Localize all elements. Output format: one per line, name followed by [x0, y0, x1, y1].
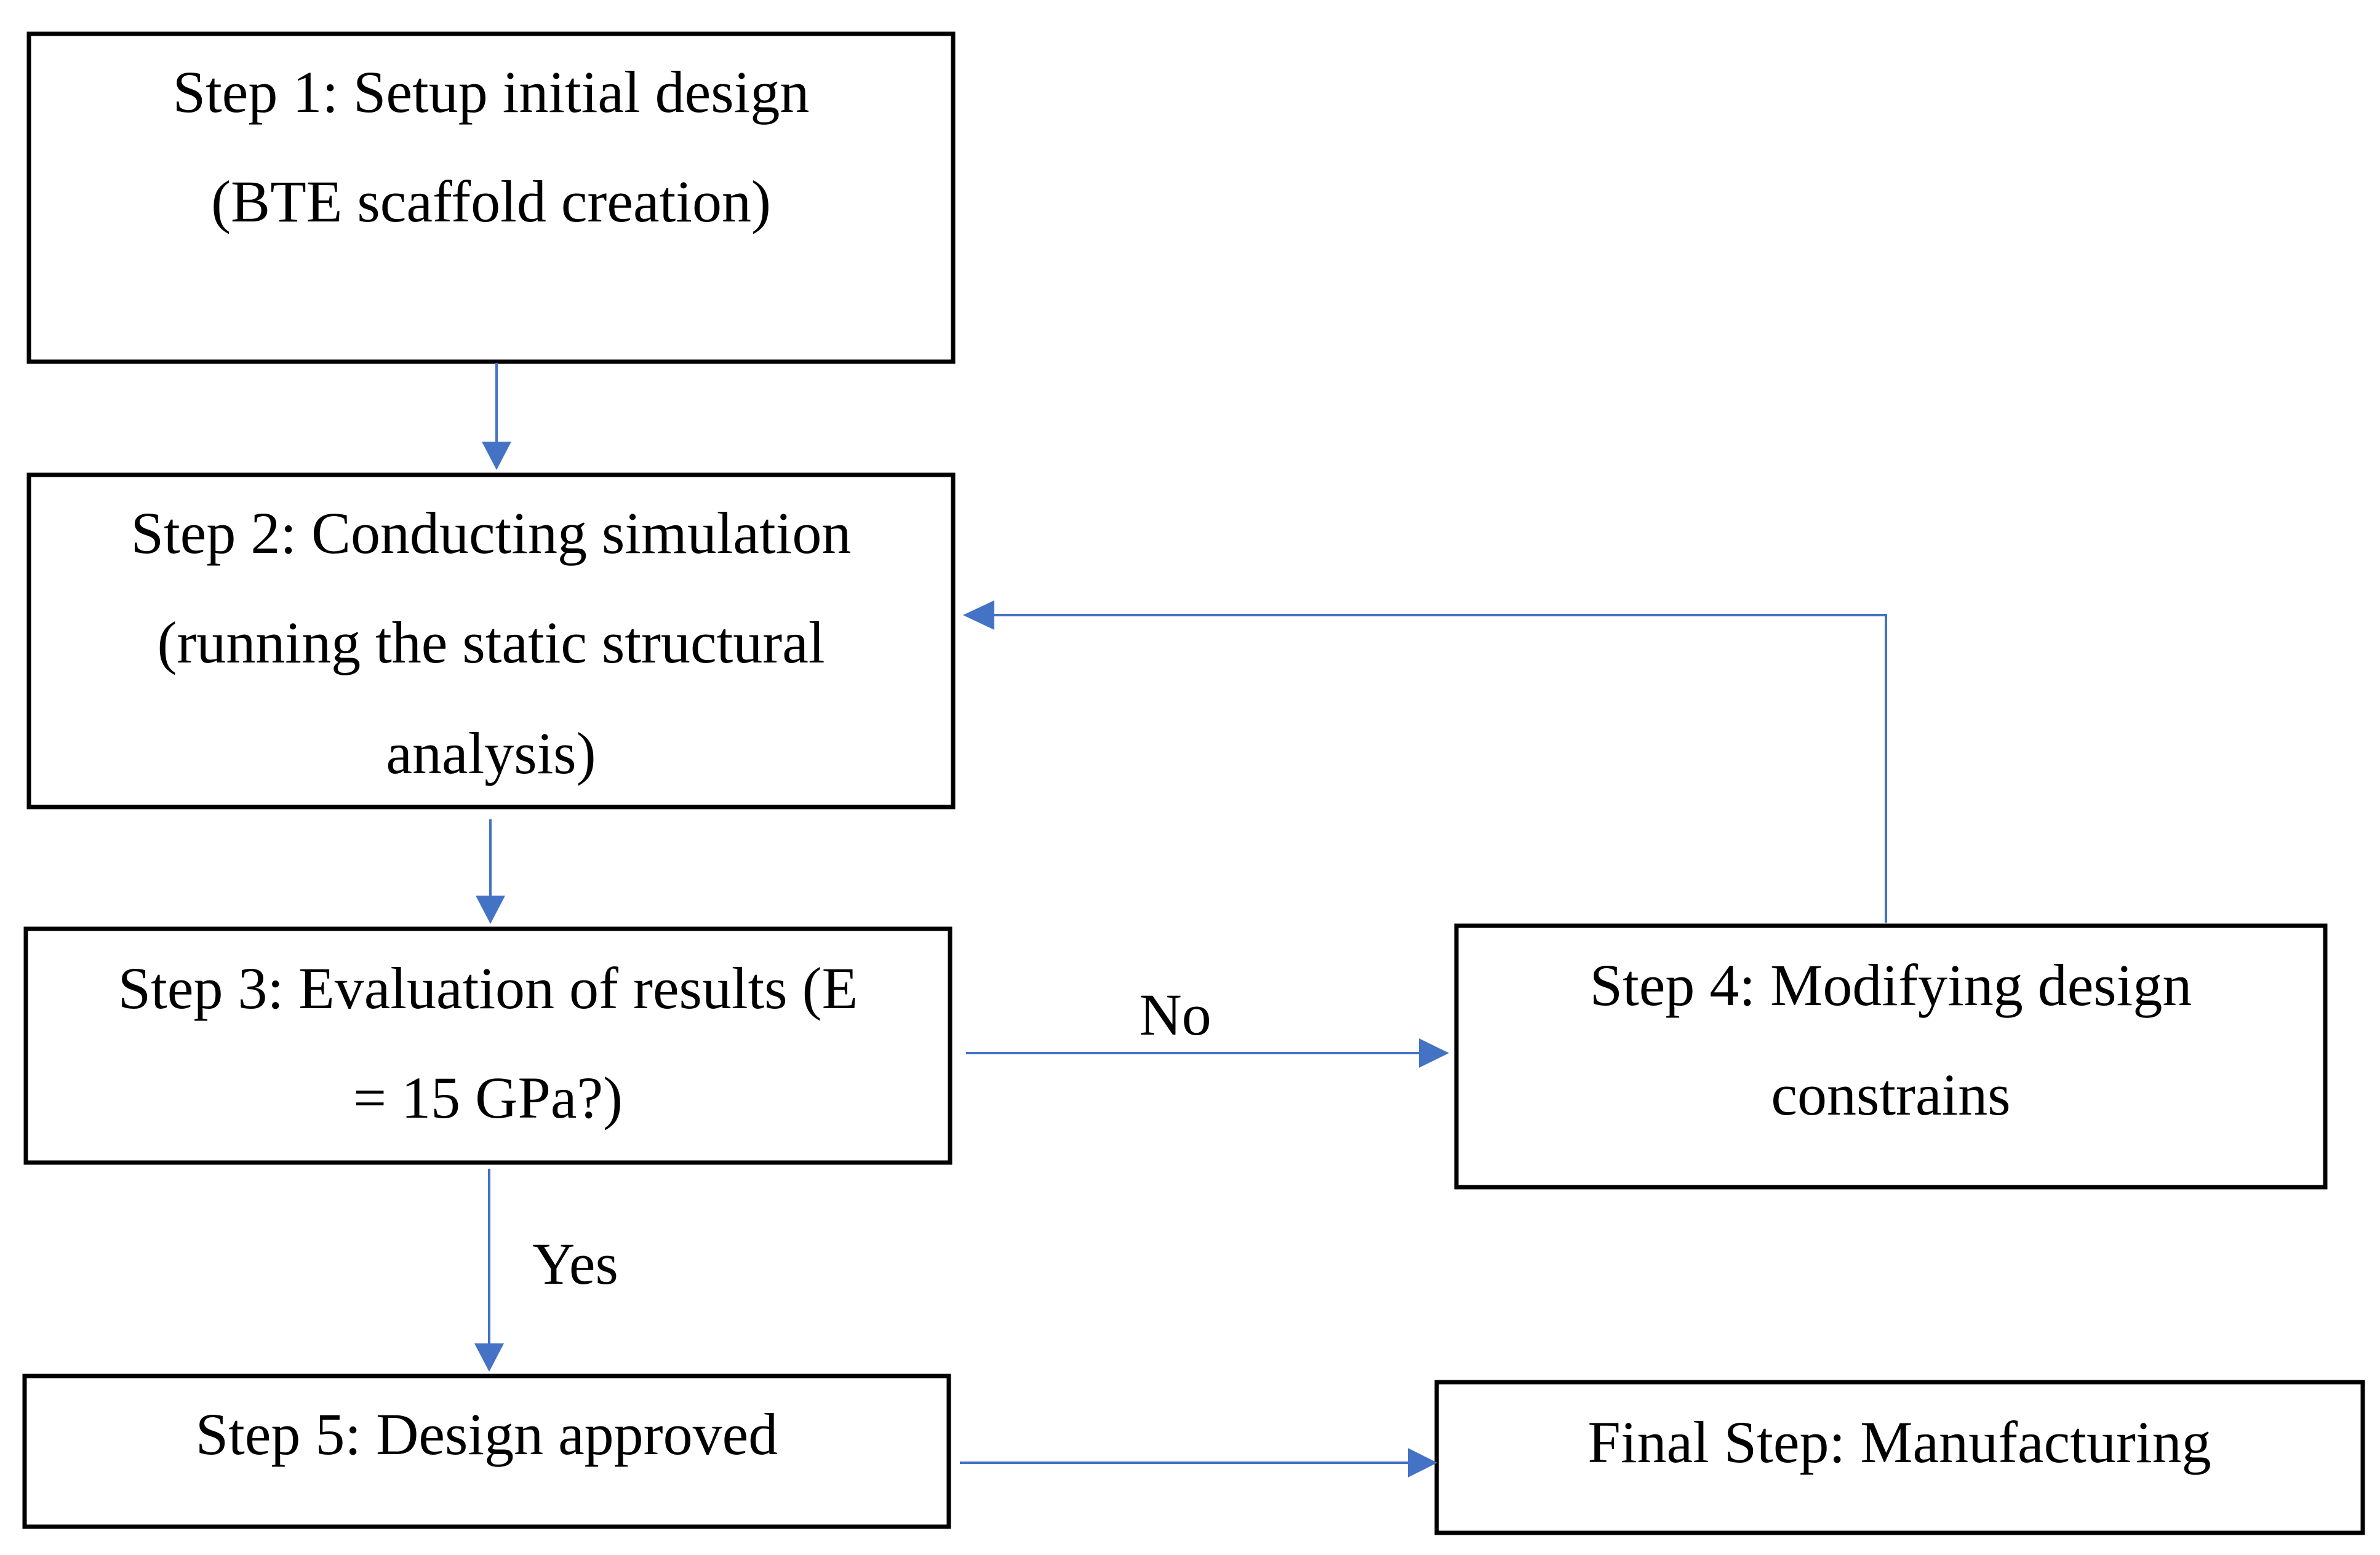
arrowhead-down-icon	[474, 1343, 504, 1372]
step-3-box: Step 3: Evaluation of results (E = 15 GP…	[23, 926, 952, 1165]
step-2-line-3: analysis)	[386, 720, 596, 786]
step-3-line-2: = 15 GPa?)	[353, 1065, 623, 1131]
connector-step4-to-step2	[963, 600, 1887, 923]
yes-label: Yes	[532, 1231, 618, 1297]
final-step-box: Final Step: Manufacturing	[1434, 1380, 2365, 1535]
connector-step1-to-step2	[482, 363, 511, 470]
step-1-box: Step 1: Setup initial design (BTE scaffo…	[26, 31, 956, 364]
step-4-line-2: constrains	[1771, 1062, 2010, 1127]
arrowhead-right-icon	[1419, 1038, 1449, 1068]
arrowhead-down-icon	[476, 896, 505, 924]
arrowhead-left-icon	[963, 600, 994, 630]
arrowhead-down-icon	[482, 442, 511, 470]
step-2-line-2: (running the static structural	[157, 610, 825, 675]
connector-step2-to-step3	[476, 819, 505, 924]
final-step-line-1: Final Step: Manufacturing	[1587, 1409, 2211, 1475]
connector-step3-to-step5: Yes	[474, 1169, 618, 1372]
step-2-line-1: Step 2: Conducting simulation	[131, 500, 852, 566]
step-2-box: Step 2: Conducting simulation (running t…	[26, 472, 956, 809]
step-5-line-1: Step 5: Design approved	[196, 1401, 778, 1467]
step-5-box: Step 5: Design approved	[22, 1374, 951, 1529]
connector-step3-to-step4: No	[966, 982, 1449, 1068]
step-3-line-1: Step 3: Evaluation of results (E	[118, 955, 858, 1021]
step-4-box: Step 4: Modifying design constrains	[1454, 923, 2328, 1190]
arrowhead-right-icon	[1408, 1448, 1437, 1477]
connector-step5-to-final	[960, 1448, 1437, 1477]
no-label: No	[1139, 982, 1211, 1048]
step-1-line-2: (BTE scaffold creation)	[211, 169, 771, 234]
step-1-line-1: Step 1: Setup initial design	[173, 59, 810, 125]
step-4-line-1: Step 4: Modifying design	[1590, 952, 2192, 1018]
